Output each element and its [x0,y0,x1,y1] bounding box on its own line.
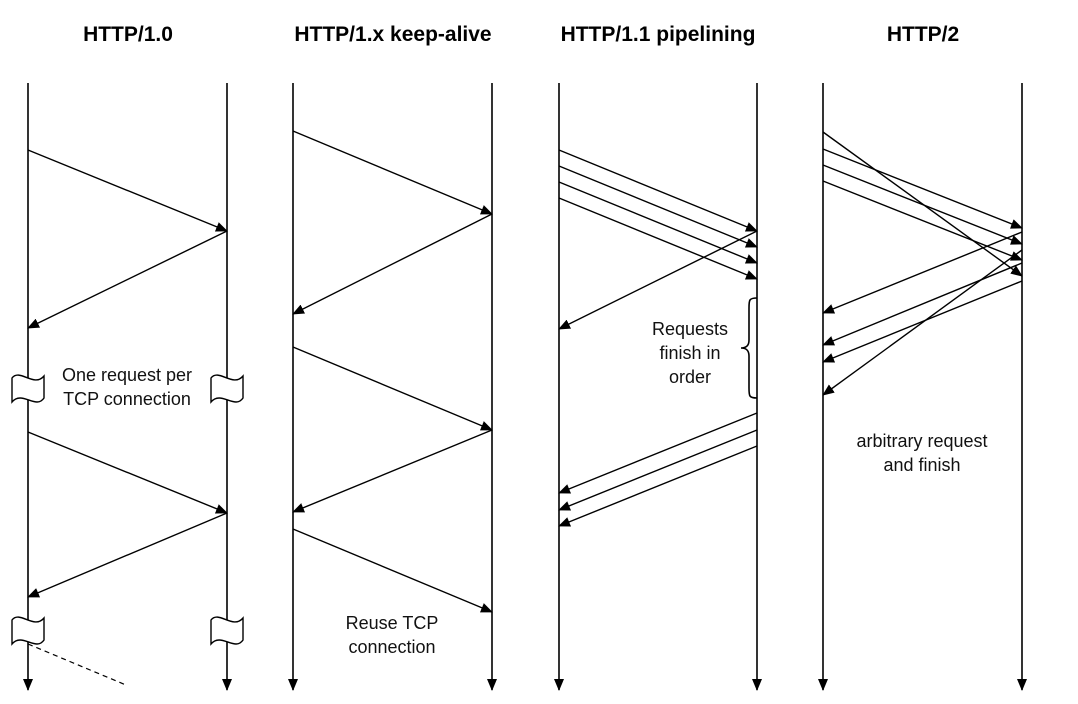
response-arrow [822,249,1023,396]
note-line: TCP connection [63,389,191,409]
note-line: One request per [62,365,192,385]
request-arrow [292,346,493,431]
request-arrow [292,130,493,215]
request-arrow [27,431,228,514]
response-arrow [822,231,1023,314]
response-arrow [27,512,228,598]
note-line: Requests [652,319,728,339]
request-arrow [822,180,1023,261]
request-arrow [822,164,1023,245]
connection-break-icon [11,374,45,404]
response-arrow [292,213,493,315]
note-line: finish in [659,343,720,363]
connection-break-icon [210,616,244,646]
request-arrow [27,149,228,232]
title-keepalive: HTTP/1.x keep-alive [294,23,491,46]
panel-keepalive: Reuse TCP connection [288,83,497,691]
request-arrow [558,149,758,232]
response-arrow [558,429,758,511]
panel-pipelining: Requests finish in order [554,83,762,691]
request-arrow [558,181,758,264]
panel-http10: One request per TCP connection [11,83,244,691]
response-arrow [292,429,493,513]
curly-brace [740,297,758,399]
request-arrow [292,528,493,613]
title-http10: HTTP/1.0 [83,23,173,46]
response-arrow [822,262,1023,346]
request-arrow [558,165,758,248]
dashed-continuation-line [27,643,127,686]
connection-break-icon [210,374,244,404]
request-arrow [558,197,758,280]
note-line: arbitrary request [856,431,987,451]
note-line: and finish [883,455,960,475]
response-arrow [558,412,758,494]
response-arrow [558,445,758,527]
title-http2: HTTP/2 [887,23,959,46]
connection-break-icon [11,616,45,646]
note-line: Reuse TCP [346,613,439,633]
request-arrow [822,148,1023,229]
response-arrow [27,230,228,329]
panel-http2: arbitrary request and finish [818,83,1027,691]
response-arrow [558,230,758,330]
response-arrow [822,280,1023,363]
note-line: connection [348,637,435,657]
title-pipelining: HTTP/1.1 pipelining [561,23,756,46]
note-line: order [669,367,711,387]
